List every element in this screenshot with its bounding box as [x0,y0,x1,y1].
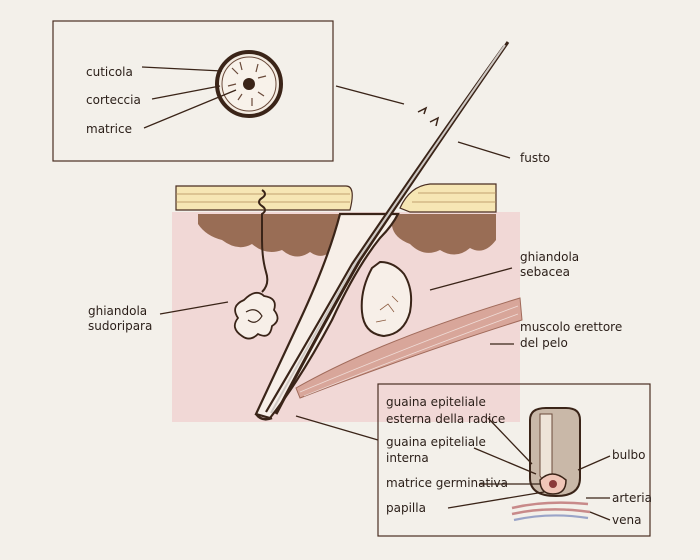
label-fusto: fusto [520,151,550,165]
label-corteccia: corteccia [86,93,141,107]
label-ghiandola-sebacea-1: ghiandola [520,250,579,264]
label-vena: vena [612,513,641,527]
blood-vessels [511,501,591,516]
label-ghiandola-sebacea-2: sebacea [520,265,570,279]
medulla [243,78,255,90]
label-matrice: matrice [86,122,132,136]
label-matrice-germinativa: matrice germinativa [386,476,508,490]
epidermis [175,183,497,213]
label-guaina-esterna-2: esterna della radice [386,412,505,426]
label-arteria: arteria [612,491,652,505]
sweat-gland [233,189,279,340]
inset-frame [52,20,334,162]
vein [513,514,589,522]
label-guaina-esterna-1: guaina epiteliale [386,395,486,409]
inset-bulb-frame [377,383,651,537]
hair-shaft [265,41,510,415]
label-ghiandola-sudoripara-2: sudoripara [88,319,152,333]
label-papilla: papilla [386,501,426,515]
sebaceous-gland [360,260,413,338]
arrector-pili-muscle [295,297,523,399]
basal-layer [198,214,496,257]
label-muscolo-erettore-1: muscolo erettore [520,320,622,334]
inner-root [539,413,553,482]
label-ghiandola-sudoripara-1: ghiandola [88,304,147,318]
label-muscolo-erettore-2: del pelo [520,336,568,350]
papilla-core [549,480,557,488]
main-labels: fusto ghiandola sebacea ghiandola sudori… [88,141,622,441]
label-cuticola: cuticola [86,65,133,79]
label-guaina-interna-2: interna [386,451,429,465]
inset-bulb: guaina epiteliale esterna della radice g… [377,383,652,537]
label-bulbo: bulbo [612,448,646,462]
inset-cross-section: cuticola corteccia matrice [52,20,405,162]
label-guaina-interna-1: guaina epiteliale [386,435,486,449]
